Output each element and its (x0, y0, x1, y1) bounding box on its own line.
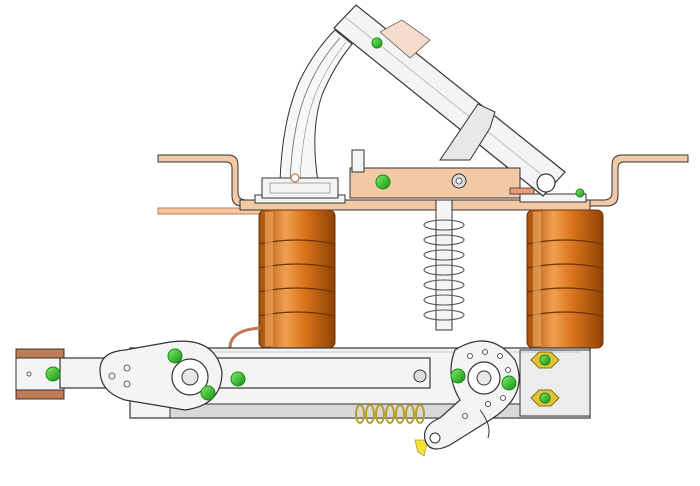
left-insulator (258, 209, 336, 349)
rod-spring-icon (423, 219, 465, 321)
operating-rod (228, 199, 465, 349)
hex-nut-icon (530, 389, 560, 407)
right-drive-lever[interactable] (423, 340, 520, 450)
arm-bolt (371, 37, 383, 49)
mounting-nuts (530, 351, 560, 407)
left-crank[interactable] (99, 340, 223, 411)
right-terminal-bar (585, 154, 689, 207)
link-bolt-mid (230, 371, 246, 387)
right-insulator (526, 209, 604, 349)
lever-bolt-left (450, 368, 466, 384)
crank-bolt-top (167, 348, 183, 364)
lever-bolt-right (501, 375, 517, 391)
arm-pivot (536, 173, 556, 193)
lower-coil-spring-icon (355, 404, 429, 457)
bracket-bolt (375, 174, 391, 190)
switch-blade-arm[interactable] (333, 4, 566, 197)
arc-chute (261, 29, 353, 199)
link-bolt-left (45, 366, 61, 382)
hex-nut-icon (530, 351, 560, 369)
crank-bolt-bottom (200, 385, 216, 401)
operating-bracket (349, 103, 585, 199)
